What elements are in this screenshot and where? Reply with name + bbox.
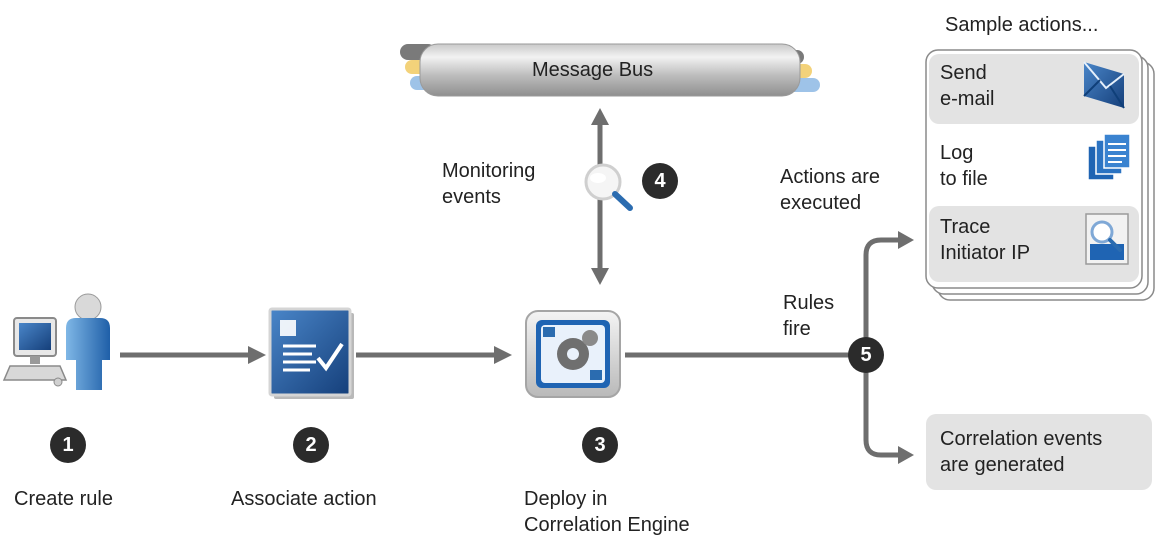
step-badge-5: 5 [848, 337, 884, 373]
action-label-trace: Trace Initiator IP [940, 216, 1031, 264]
monitoring-events-label: Monitoring events [442, 160, 536, 208]
correlation-engine-icon [525, 310, 621, 398]
user-computer-icon [2, 293, 110, 390]
magnifier-icon [584, 163, 633, 211]
rules-fire-label: Rules fire [783, 292, 835, 340]
correlation-events-box [926, 414, 1152, 490]
associate-action-label: Associate action [231, 488, 377, 510]
step-badge-4: 4 [642, 163, 678, 199]
arrow-down-head [591, 268, 609, 285]
sample-actions-title: Sample actions... [945, 14, 1099, 36]
message-bus-label: Message Bus [532, 59, 654, 81]
action-label-log: Log to file [940, 142, 988, 190]
arrow-up-head [591, 108, 609, 125]
actions-executed-label: Actions are executed [780, 166, 881, 214]
deploy-label: Deploy in Correlation Engine [524, 488, 690, 536]
message-bus-icon [400, 43, 820, 97]
create-rule-label: Create rule [14, 488, 113, 510]
associate-action-icon [268, 307, 354, 399]
step-badge-2: 2 [293, 427, 329, 463]
correlation-events-label: Correlation events are generated [940, 428, 1103, 476]
branch-down [863, 355, 900, 458]
step-badge-3: 3 [582, 427, 618, 463]
branch-up [863, 237, 900, 355]
action-label-email: Send e-mail [940, 62, 995, 110]
step-badge-1: 1 [50, 427, 86, 463]
